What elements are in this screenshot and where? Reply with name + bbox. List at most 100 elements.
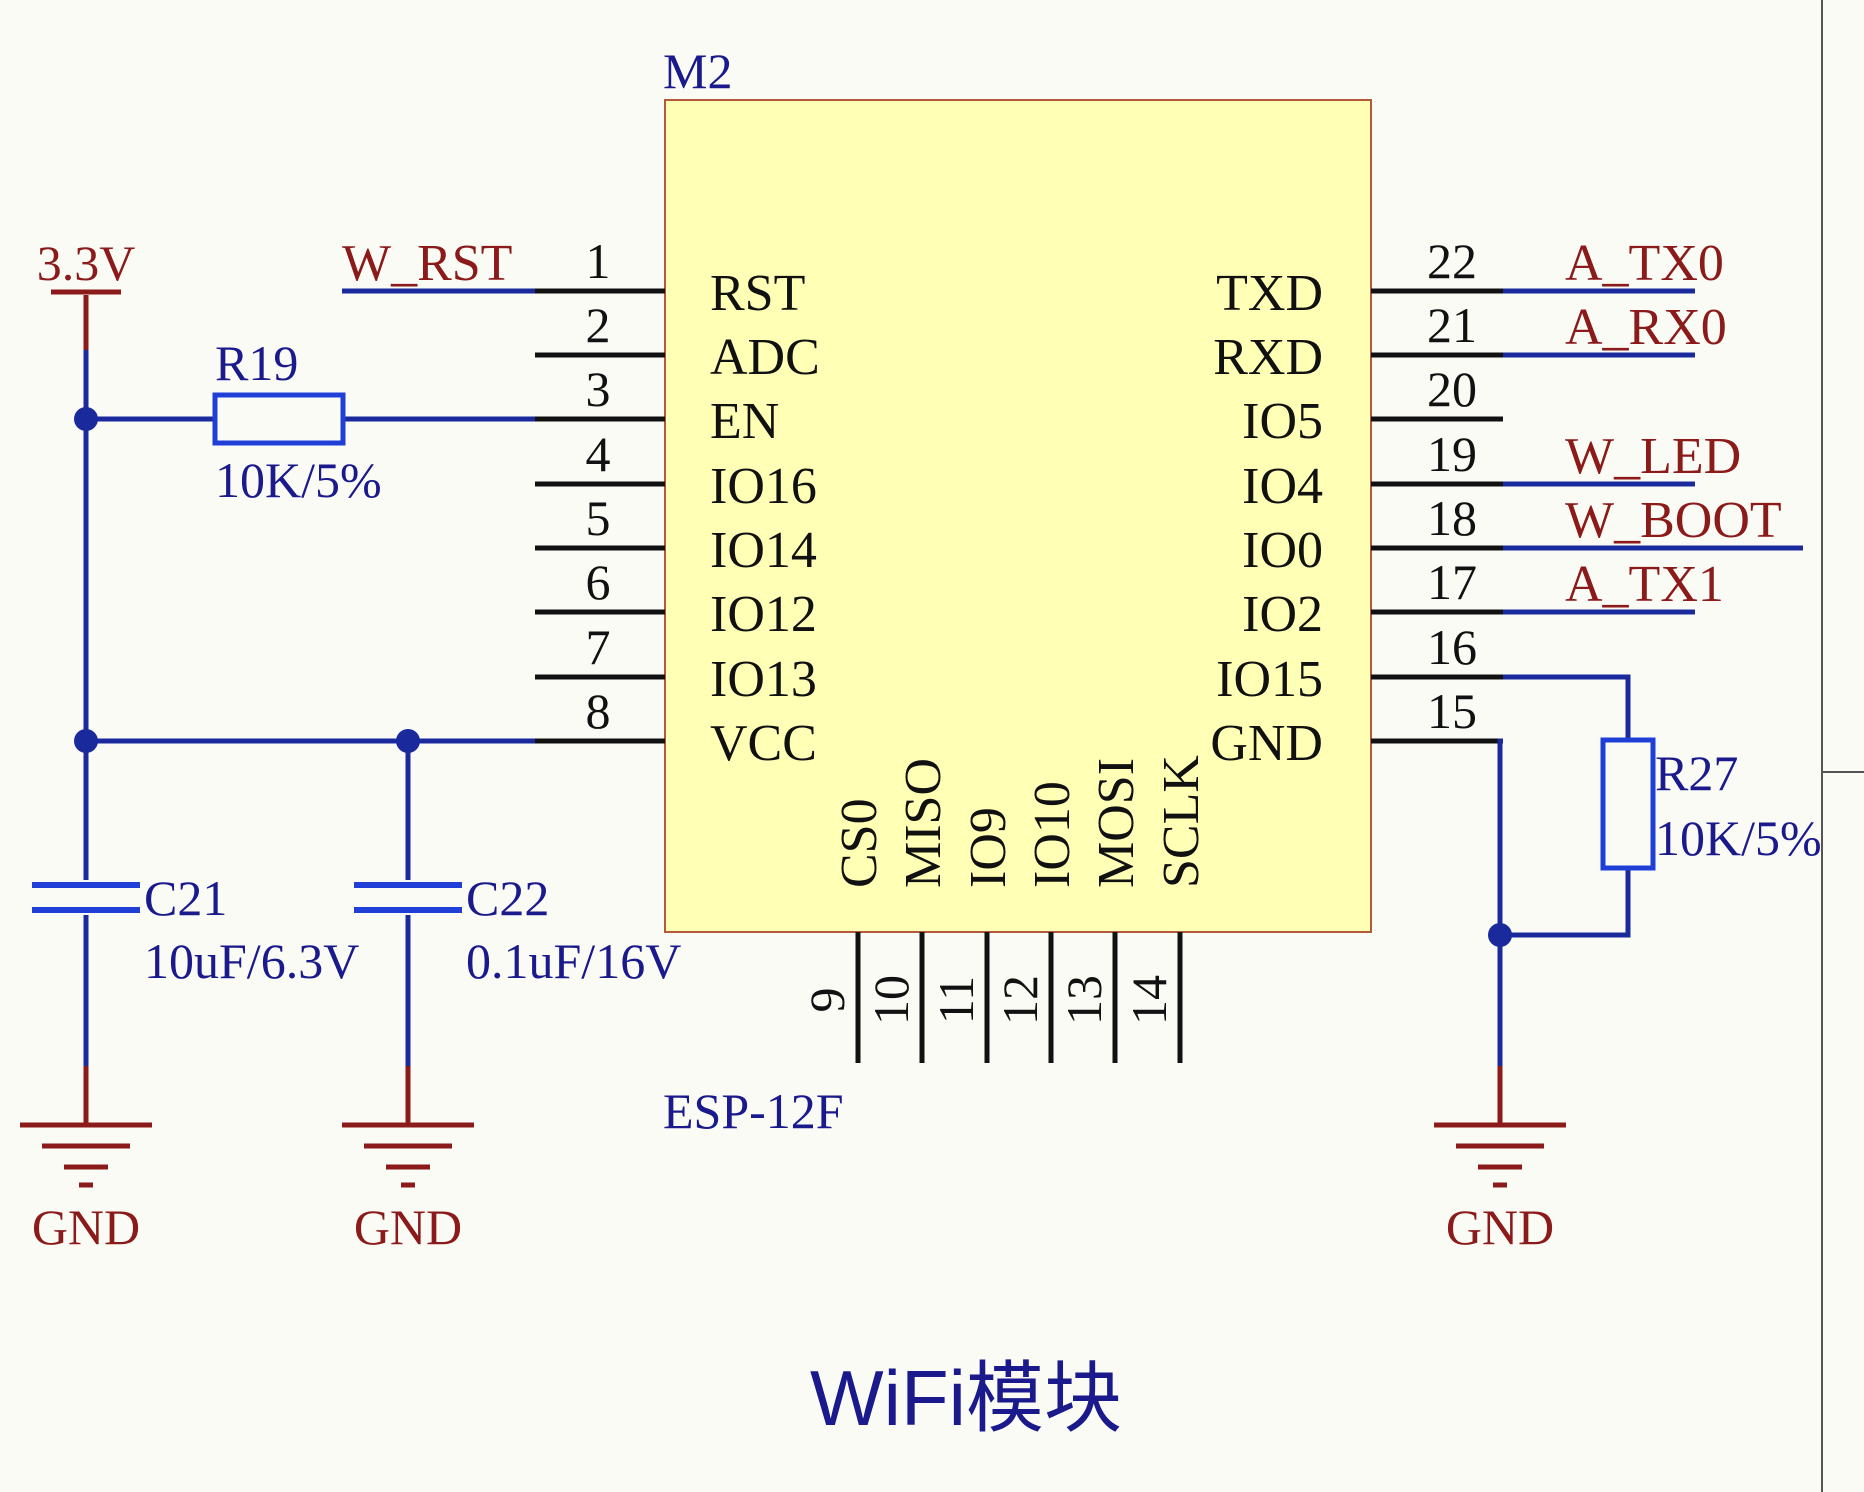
pin-name: GND <box>1210 715 1323 772</box>
pin-number: 5 <box>586 490 611 546</box>
component-ref: R19 <box>215 335 298 391</box>
net-label-a-tx1: A_TX1 <box>1565 556 1724 613</box>
pin-name: IO4 <box>1242 458 1323 515</box>
component-value: 0.1uF/16V <box>466 933 681 989</box>
pin-14: SCLK 14 <box>1121 755 1210 1063</box>
resistor-r27: R27 10K/5% <box>1600 737 1822 871</box>
component-value: 10K/5% <box>1655 810 1822 866</box>
net-label-w-led: W_LED <box>1565 428 1741 485</box>
gnd-label: GND <box>32 1199 140 1255</box>
pin-number: 20 <box>1427 361 1477 417</box>
pin-name: IO16 <box>710 458 817 515</box>
component-ref: C22 <box>466 870 549 926</box>
pin-number: 1 <box>586 233 611 289</box>
pin-22: 22 TXD <box>1216 233 1503 322</box>
pin-number: 17 <box>1427 554 1477 610</box>
pin-number: 10 <box>863 975 919 1025</box>
net-label-w-boot: W_BOOT <box>1565 492 1782 549</box>
junction-dot <box>1488 923 1512 947</box>
pin-number: 3 <box>586 361 611 417</box>
pin-10: MISO 10 <box>863 758 952 1063</box>
pin-name: MOSI <box>1088 758 1145 888</box>
pin-number: 15 <box>1427 683 1477 739</box>
module-part-number: ESP-12F <box>663 1083 844 1139</box>
pin-name: IO12 <box>710 586 817 643</box>
pin-20: 20 IO5 <box>1242 361 1503 450</box>
pin-5: 5 IO14 <box>535 490 817 579</box>
pin-name: IO5 <box>1242 393 1323 450</box>
pin-number: 22 <box>1427 233 1477 289</box>
junctions <box>74 407 1512 947</box>
pin-number: 13 <box>1056 975 1112 1025</box>
net-label-a-rx0: A_RX0 <box>1565 299 1727 356</box>
junction-dot <box>74 407 98 431</box>
pin-name: IO2 <box>1242 586 1323 643</box>
resistor-r19: R19 10K/5% <box>212 335 382 508</box>
pin-2: 2 ADC <box>535 297 820 386</box>
power-label-3v3: 3.3V <box>37 235 136 291</box>
module-designator: M2 <box>663 43 732 99</box>
junction-dot <box>396 729 420 753</box>
pin-name: SCLK <box>1153 755 1210 888</box>
pin-number: 8 <box>586 683 611 739</box>
gnd-symbol-3: GND <box>1434 1066 1566 1255</box>
pin-number: 11 <box>928 976 984 1024</box>
pin-name: RXD <box>1213 329 1323 386</box>
pin-7: 7 IO13 <box>535 619 817 708</box>
pin-9: CS0 9 <box>799 798 888 1063</box>
gnd-label: GND <box>1446 1199 1554 1255</box>
pin-number: 2 <box>586 297 611 353</box>
pin-number: 14 <box>1121 975 1177 1025</box>
pin-name: MISO <box>895 758 952 888</box>
pin-3: 3 EN <box>535 361 779 450</box>
pin-number: 7 <box>586 619 611 675</box>
pin-name: TXD <box>1216 265 1323 322</box>
bottom-pins: CS0 9 MISO 10 IO9 11 IO10 12 MOSI 13 SCL… <box>799 755 1210 1063</box>
pin-name: IO13 <box>710 651 817 708</box>
pin-13: MOSI 13 <box>1056 758 1145 1063</box>
component-ref: C21 <box>144 870 227 926</box>
pin-name: EN <box>710 393 779 450</box>
pin-number: 9 <box>799 988 855 1013</box>
pin-name: IO14 <box>710 522 817 579</box>
pin-name: IO10 <box>1024 781 1081 888</box>
pin-number: 4 <box>586 426 611 482</box>
pin-number: 19 <box>1427 426 1477 482</box>
pin-number: 12 <box>992 975 1048 1025</box>
gnd-symbol-2: GND <box>342 1066 474 1255</box>
pin-number: 16 <box>1427 619 1477 675</box>
pin-18: 18 IO0 <box>1242 490 1503 579</box>
left-pins: 1 RST 2 ADC 3 EN 4 IO16 5 IO14 6 IO12 <box>535 233 820 772</box>
resistor-body <box>212 392 346 446</box>
pin-name: CS0 <box>831 798 888 888</box>
net-label-a-tx0: A_TX0 <box>1565 235 1724 292</box>
net-label-w-rst: W_RST <box>342 235 512 292</box>
net-labels: W_RST A_TX0 A_RX0 W_LED W_BOOT A_TX1 <box>342 235 1782 613</box>
component-value: 10K/5% <box>215 452 382 508</box>
pin-12: IO10 12 <box>992 781 1081 1063</box>
pin-21: 21 RXD <box>1213 297 1503 386</box>
power-port-3v3: 3.3V <box>37 235 136 350</box>
gnd-label: GND <box>354 1199 462 1255</box>
pin-name: RST <box>710 265 805 322</box>
pin-4: 4 IO16 <box>535 426 817 515</box>
pin-6: 6 IO12 <box>535 554 817 643</box>
pin-number: 18 <box>1427 490 1477 546</box>
pin-name: ADC <box>710 329 820 386</box>
diagram-caption: WiFi模块 <box>810 1354 1122 1442</box>
pin-19: 19 IO4 <box>1242 426 1503 515</box>
sheet-border <box>1821 0 1864 1492</box>
right-pins: 22 TXD 21 RXD 20 IO5 19 IO4 18 IO0 17 IO… <box>1210 233 1503 772</box>
pin-1: 1 RST <box>535 233 805 322</box>
junction-dot <box>74 729 98 753</box>
component-value: 10uF/6.3V <box>144 933 359 989</box>
pin-11: IO9 11 <box>928 807 1017 1063</box>
pin-8: 8 VCC <box>535 683 817 772</box>
pin-17: 17 IO2 <box>1242 554 1503 643</box>
module-body <box>664 99 1372 933</box>
gnd-symbol-1: GND <box>20 1066 152 1255</box>
pin-name: IO9 <box>960 807 1017 888</box>
pin-16: 16 IO15 <box>1216 619 1503 708</box>
pin-name: VCC <box>710 715 817 772</box>
